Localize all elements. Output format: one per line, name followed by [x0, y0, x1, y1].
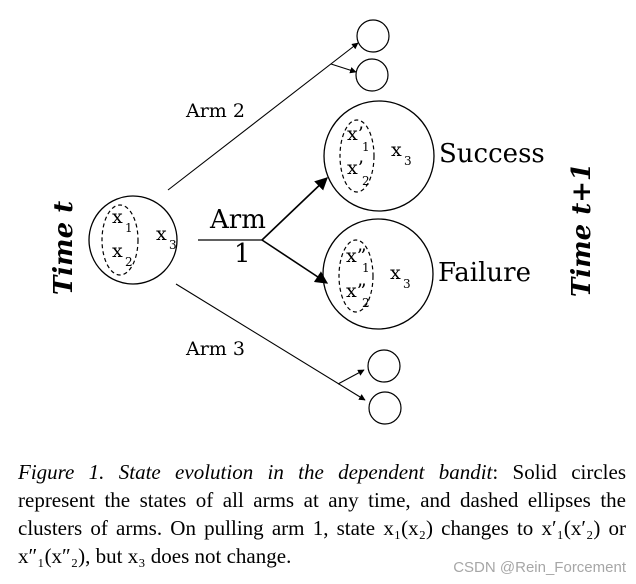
source-x1-sub: 1 — [125, 221, 133, 235]
success-x2-sub: 2 — [362, 174, 370, 188]
failure-state-circle — [322, 218, 434, 330]
time-t-plus-1-label: Time t+1 — [567, 163, 597, 297]
arm1-edge-failure — [261, 239, 329, 284]
source-cluster-ellipse — [101, 204, 139, 276]
arm3-edge — [175, 283, 366, 401]
arm2-state-circle-top — [356, 19, 390, 53]
success-x2: x’ — [347, 157, 364, 179]
source-state-circle — [88, 195, 178, 285]
source-x2-sub: 2 — [125, 255, 133, 269]
arm3-edge-to-upper — [337, 369, 365, 385]
failure-x1-sub: 1 — [362, 261, 370, 275]
success-x1: x’ — [347, 123, 364, 145]
arm3-state-circle-bottom — [368, 391, 402, 425]
arm3-label: Arm 3 — [185, 338, 245, 360]
success-state-circle — [323, 100, 435, 212]
arm1-label-bottom: 1 — [234, 239, 251, 269]
caption-text: : Solid circles represent the states of … — [18, 460, 627, 568]
arm3-state-circle-top — [367, 349, 401, 383]
success-x3: x — [391, 139, 402, 161]
failure-x2: x” — [346, 280, 366, 302]
arm2-edge — [167, 42, 359, 191]
failure-x2-sub: 2 — [362, 296, 370, 310]
figure-caption: Figure 1. State evolution in the depende… — [18, 458, 626, 570]
arm2-edge-to-lower — [330, 63, 357, 74]
source-x3-sub: 3 — [169, 238, 177, 252]
arm2-state-circle-bottom — [355, 58, 389, 92]
failure-x1: x” — [346, 245, 366, 267]
success-cluster-ellipse — [339, 119, 375, 193]
source-x1: x — [112, 206, 123, 228]
arm1-label-top: Arm — [209, 205, 266, 235]
success-x1-sub: 1 — [362, 140, 370, 154]
state-evolution-diagram: Time t Time t+1 x 1 x 2 x 3 Arm 2 Arm 3 … — [49, 19, 597, 425]
arm2-label: Arm 2 — [185, 100, 245, 122]
success-x3-sub: 3 — [404, 154, 412, 168]
caption-label: Figure 1. State evolution in the depende… — [18, 460, 493, 484]
failure-cluster-ellipse — [338, 239, 374, 313]
source-x3: x — [156, 223, 167, 245]
arm1-edge-success — [261, 177, 328, 241]
success-label: Success — [439, 139, 545, 169]
watermark: CSDN @Rein_Forcement — [453, 559, 626, 576]
failure-x3: x — [390, 262, 401, 284]
failure-label: Failure — [438, 258, 531, 288]
source-x2: x — [112, 240, 123, 262]
time-t-label: Time t — [49, 201, 79, 295]
failure-x3-sub: 3 — [403, 277, 411, 291]
